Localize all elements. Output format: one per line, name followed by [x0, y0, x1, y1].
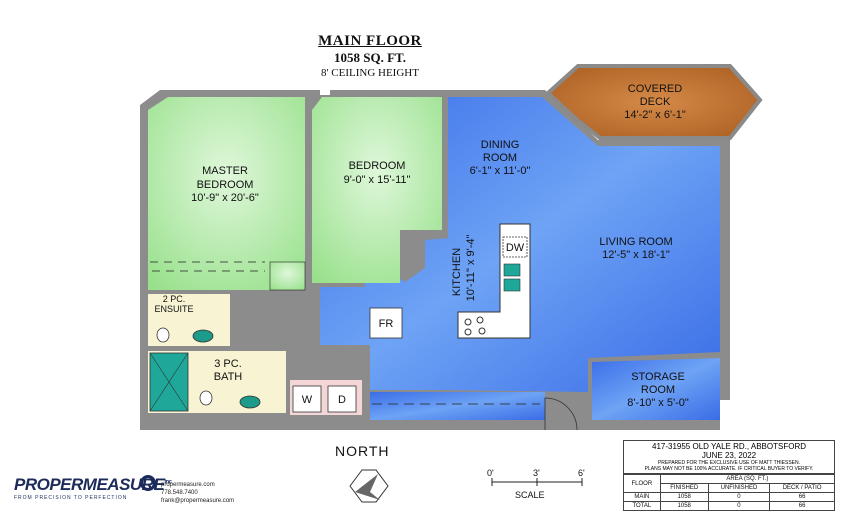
- north-arrow-pointer: [355, 474, 380, 500]
- contact-email: frank@propermeasure.com: [161, 498, 235, 504]
- master-closet-lines: [150, 261, 265, 272]
- scale-tick-label-6: 6': [578, 468, 585, 478]
- living-name: LIVING ROOM: [599, 236, 672, 248]
- row-deck: 66: [769, 501, 835, 511]
- ensuite-toilet: [156, 327, 170, 343]
- info-date: JUNE 23, 2022: [701, 451, 757, 460]
- plan-title: MAIN FLOOR 1058 SQ. FT. 8' CEILING HEIGH…: [250, 32, 490, 80]
- dw-label: DW: [506, 242, 525, 254]
- col-floor: FLOOR: [623, 474, 661, 493]
- hall-area: [370, 392, 545, 420]
- ensuite-name-2: ENSUITE: [154, 304, 193, 314]
- info-address: 417-31955 OLD YALE RD., ABBOTSFORD: [652, 442, 806, 451]
- storage-name-2: ROOM: [641, 384, 675, 396]
- row-unfinished: 0: [707, 492, 771, 502]
- col-deck: DECK / PATIO: [769, 483, 835, 493]
- dryer-box: [327, 385, 357, 413]
- bedroom-size: 9'-0" x 15'-11": [344, 174, 411, 186]
- dining-size: 6'-1" x 11'-0": [470, 165, 531, 177]
- col-finished: FINISHED: [659, 483, 709, 493]
- contact-web: propermeasure.com: [161, 482, 215, 488]
- master-name-1: MASTER: [202, 165, 248, 177]
- burner-1: [464, 318, 472, 326]
- row-unfinished: 0: [707, 501, 771, 511]
- ceiling-height: 8' CEILING HEIGHT: [321, 67, 419, 79]
- area-header: AREA (SQ. FT.): [659, 474, 836, 484]
- logo-tagline: FROM PRECISION TO PERFECTION: [14, 495, 128, 501]
- ensuite-name-1: 2 PC.: [163, 294, 186, 304]
- bath-name-2: BATH: [214, 371, 243, 383]
- info-header: 417-31955 OLD YALE RD., ABBOTSFORD JUNE …: [623, 440, 835, 474]
- logo-name: PROPERMEASURE: [14, 475, 165, 494]
- bath-toilet: [199, 390, 213, 406]
- contact-block: propermeasure.com 778.548.7400 frank@pro…: [161, 481, 234, 505]
- table-row: TOTAL 1058 0 66: [623, 501, 835, 511]
- info-note-1: PREPARED FOR THE EXCLUSIVE USE OF MATT T…: [657, 460, 801, 466]
- kitchen-sink-1: [503, 263, 521, 277]
- bedroom-name: BEDROOM: [349, 160, 406, 172]
- col-unfinished: UNFINISHED: [707, 483, 771, 493]
- logo-target-icon: [140, 475, 156, 491]
- kitchen-name: KITCHEN: [451, 248, 463, 296]
- fr-label: FR: [379, 318, 394, 330]
- burner-2: [476, 316, 484, 324]
- bath-name-1: 3 PC.: [214, 358, 242, 370]
- contact-phone: 778.548.7400: [161, 490, 198, 496]
- deck-name-2: DECK: [640, 96, 671, 108]
- bedroom-shape: [312, 97, 442, 283]
- info-note-2: PLANS MAY NOT BE 100% ACCURATE. IF CRITI…: [644, 466, 814, 472]
- master-closet: [269, 261, 306, 291]
- row-floor: TOTAL: [623, 501, 661, 511]
- deck-size: 14'-2" x 6'-1": [624, 109, 686, 121]
- dining-name-1: DINING: [481, 139, 520, 151]
- bath-sink: [239, 395, 261, 409]
- logo-tm: Inc: [164, 479, 172, 486]
- dining-name-2: ROOM: [483, 152, 517, 164]
- storage-area: [592, 358, 720, 420]
- north-label: NORTH: [335, 443, 390, 459]
- table-row: MAIN 1058 0 66: [623, 492, 835, 502]
- deck-name-1: COVERED: [628, 83, 682, 95]
- storage-size: 8'-10" x 5'-0": [627, 397, 689, 409]
- area-table: FLOOR AREA (SQ. FT.) FINISHED UNFINISHED…: [623, 474, 836, 511]
- scale-tick-label-0: 0': [487, 468, 494, 478]
- company-logo: PROPERMEASUREInc FROM PRECISION TO PERFE…: [14, 475, 172, 501]
- storage-name-1: STORAGE: [631, 371, 685, 383]
- ensuite-sink: [192, 329, 214, 343]
- floor-area: 1058 SQ. FT.: [334, 50, 406, 65]
- burner-3: [464, 328, 472, 336]
- row-deck: 66: [769, 492, 835, 502]
- covered-deck-shape: [545, 64, 763, 140]
- washer-box: [292, 385, 322, 413]
- master-bedroom-shape: [148, 97, 305, 290]
- scale-label: SCALE: [515, 490, 545, 500]
- burner-4: [478, 327, 486, 335]
- washer-label: W: [302, 394, 313, 406]
- storage-door: [544, 397, 578, 431]
- kitchen-size: 10'-11" x 9'-4": [465, 234, 477, 301]
- row-finished: 1058: [659, 492, 709, 502]
- floor-name: MAIN FLOOR: [318, 33, 422, 49]
- shower-diag-2: [149, 352, 189, 412]
- row-floor: MAIN: [623, 492, 661, 502]
- dishwasher-box: [502, 236, 528, 258]
- master-name-2: BEDROOM: [197, 179, 254, 191]
- living-size: 12'-5" x 18'-1": [602, 249, 670, 261]
- fridge-box: [369, 307, 403, 339]
- kitchen-sink-2: [503, 278, 521, 292]
- dryer-label: D: [338, 394, 346, 406]
- scale-tick-label-3: 3': [533, 468, 540, 478]
- master-size: 10'-9" x 20'-6": [191, 192, 259, 204]
- row-finished: 1058: [659, 501, 709, 511]
